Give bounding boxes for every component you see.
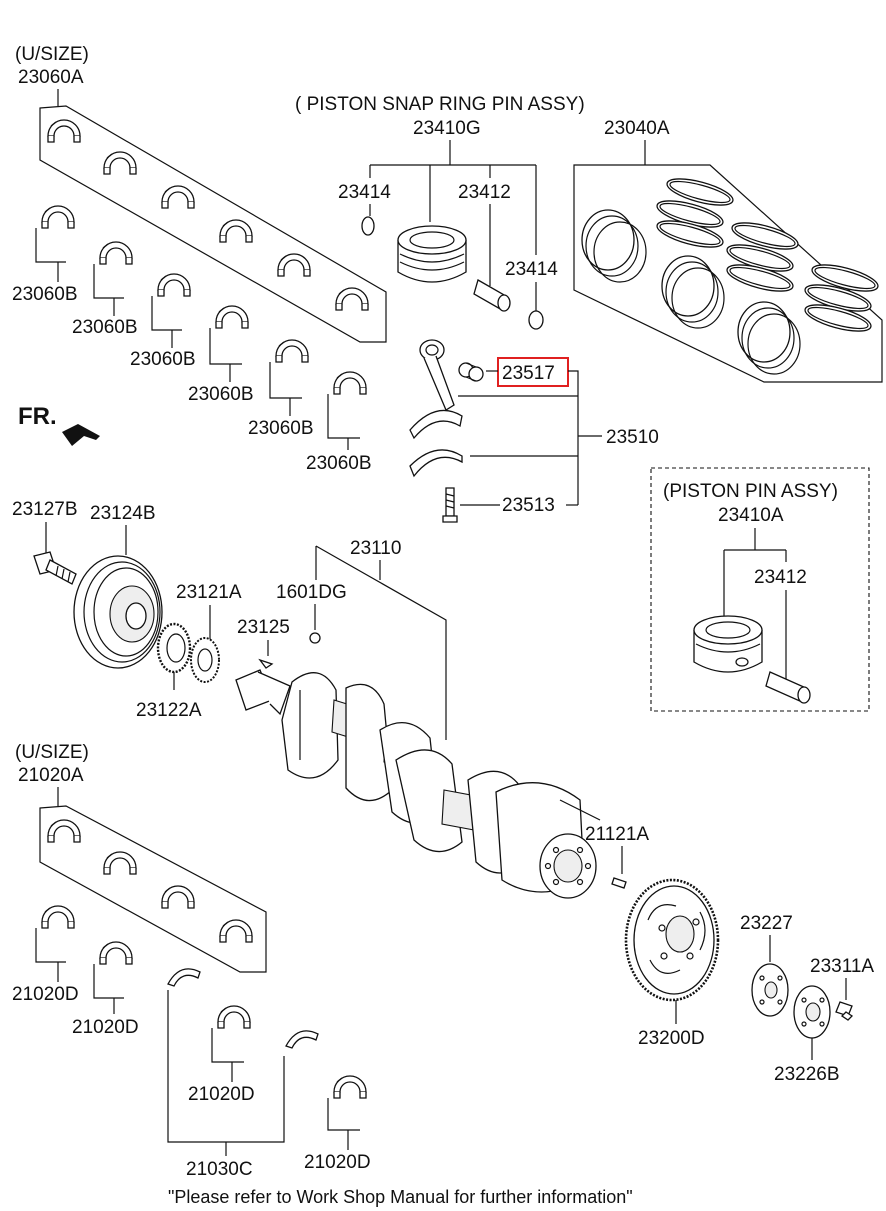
part-23060A-label[interactable]: 23060A: [18, 67, 84, 88]
piston-icon: [397, 225, 467, 283]
dowel-pin-icon: [611, 877, 627, 889]
bearing-tray-outline: [39, 105, 387, 343]
plug-1601DG-icon: [309, 632, 321, 644]
part-23410A-label[interactable]: 23410A: [718, 505, 784, 526]
part-23122A-label[interactable]: 23122A: [136, 700, 202, 721]
sprocket-23122A-icon: [156, 622, 192, 674]
part-21020D-label-1[interactable]: 21020D: [12, 984, 79, 1005]
part-23060B-label-4[interactable]: 23060B: [188, 384, 254, 405]
part-23040A-label[interactable]: 23040A: [604, 118, 670, 139]
part-1601DG-label[interactable]: 1601DG: [276, 582, 347, 603]
usize-label-top: (U/SIZE): [15, 44, 89, 65]
part-23125-label[interactable]: 23125: [237, 617, 290, 638]
connecting-rod-icon: [409, 339, 463, 478]
upper-main-bearing-panel: (U/SIZE) 23060A 23060B 23060B 23060B 230…: [12, 44, 387, 474]
adapter-plate-icon: [751, 963, 789, 1017]
part-23226B-label[interactable]: 23226B: [774, 1064, 840, 1085]
ring-icon-1: [581, 209, 635, 271]
reinforcement-plate-icon: [793, 985, 831, 1039]
footer-note: "Please refer to Work Shop Manual for fu…: [168, 1187, 633, 1207]
front-direction-indicator: FR.: [18, 403, 100, 446]
drive-plate-group: 23200D 23227 23226B 23311A: [624, 878, 874, 1085]
part-23200D-label[interactable]: 23200D: [638, 1028, 705, 1049]
part-23124B-label[interactable]: 23124B: [90, 503, 156, 524]
part-23412-label-b[interactable]: 23412: [754, 567, 807, 588]
part-23127B-label[interactable]: 23127B: [12, 499, 78, 520]
ring-tray-outline: [573, 164, 883, 383]
part-21020A-label[interactable]: 21020A: [18, 765, 84, 786]
bushing-23517-icon: [458, 362, 484, 382]
thrust-washer-icon-1: [167, 968, 201, 987]
piston-pin-assy-title: (PISTON PIN ASSY): [663, 481, 838, 502]
part-23510-label[interactable]: 23510: [606, 427, 659, 448]
highlight-box-23517: [497, 357, 569, 387]
thrust-bearing-tray-outline: [39, 805, 267, 973]
part-23110-label[interactable]: 23110: [350, 538, 401, 559]
crankshaft-group: 23110 1601DG 21121A: [235, 538, 649, 899]
piston-pin-assy: (PISTON PIN ASSY) 23410A 23412: [650, 467, 870, 712]
part-23513-label[interactable]: 23513: [502, 495, 555, 516]
part-23410G-label[interactable]: 23410G: [413, 118, 481, 139]
rod-bolt-icon: [442, 487, 458, 523]
part-23227-label[interactable]: 23227: [740, 913, 793, 934]
piston-snap-ring-pin-assy: ( PISTON SNAP RING PIN ASSY) 23410G 2341…: [295, 94, 585, 330]
crankshaft-icon: [235, 669, 601, 899]
part-23517-label[interactable]: 23517: [502, 363, 555, 384]
part-23412-label-a[interactable]: 23412: [458, 182, 511, 203]
part-21020D-label-4[interactable]: 21020D: [304, 1152, 371, 1173]
ring-icon-2: [661, 255, 715, 317]
drive-plate-icon: [624, 878, 720, 1002]
part-21121A-label[interactable]: 21121A: [585, 824, 649, 845]
part-23311A-label[interactable]: 23311A: [810, 956, 874, 977]
part-21020D-label-3[interactable]: 21020D: [188, 1084, 255, 1105]
woodruff-key-icon: [258, 658, 274, 669]
thrust-bearing-panel: (U/SIZE) 21020A 21020D 21020D 21020D 210…: [12, 742, 371, 1180]
fr-label: FR.: [18, 403, 57, 430]
piston-pin-icon-2: [765, 671, 811, 704]
part-23060B-label-3[interactable]: 23060B: [130, 349, 196, 370]
part-21020D-label-2[interactable]: 21020D: [72, 1017, 139, 1038]
snap-ring-left-icon: [361, 216, 375, 236]
part-23060B-label-5[interactable]: 23060B: [248, 418, 314, 439]
crank-pulley-group: 23127B 23124B 23121A 23122A 23125: [12, 499, 290, 721]
part-23414-label-a[interactable]: 23414: [338, 182, 391, 203]
part-23060B-label-6[interactable]: 23060B: [306, 453, 372, 474]
front-arrow-icon: [62, 424, 100, 446]
drive-plate-bolt-icon: [835, 1001, 854, 1021]
usize-label-bottom: (U/SIZE): [15, 742, 89, 763]
piston-icon-2: [693, 615, 763, 673]
piston-pin-assy-box: [650, 467, 870, 712]
connecting-rod-assy: 23517 23510 23513: [409, 339, 659, 523]
ring-icon-3: [737, 301, 791, 363]
crank-pulley-icon: [73, 555, 163, 669]
pulley-bolt-icon: [33, 551, 77, 585]
part-23060B-label-2[interactable]: 23060B: [72, 317, 138, 338]
piston-pin-icon: [473, 279, 511, 312]
part-21030C-label[interactable]: 21030C: [186, 1159, 253, 1180]
part-23121A-label[interactable]: 23121A: [176, 582, 242, 603]
piston-ring-set: 23040A: [573, 118, 883, 383]
thrust-washer-icon-2: [285, 1030, 319, 1049]
part-23060B-label-1[interactable]: 23060B: [12, 284, 78, 305]
piston-snap-ring-pin-assy-title: ( PISTON SNAP RING PIN ASSY): [295, 94, 585, 115]
part-23414-label-b[interactable]: 23414: [505, 259, 558, 280]
snap-ring-right-icon: [528, 310, 544, 330]
sprocket-23121A-icon: [190, 637, 220, 683]
